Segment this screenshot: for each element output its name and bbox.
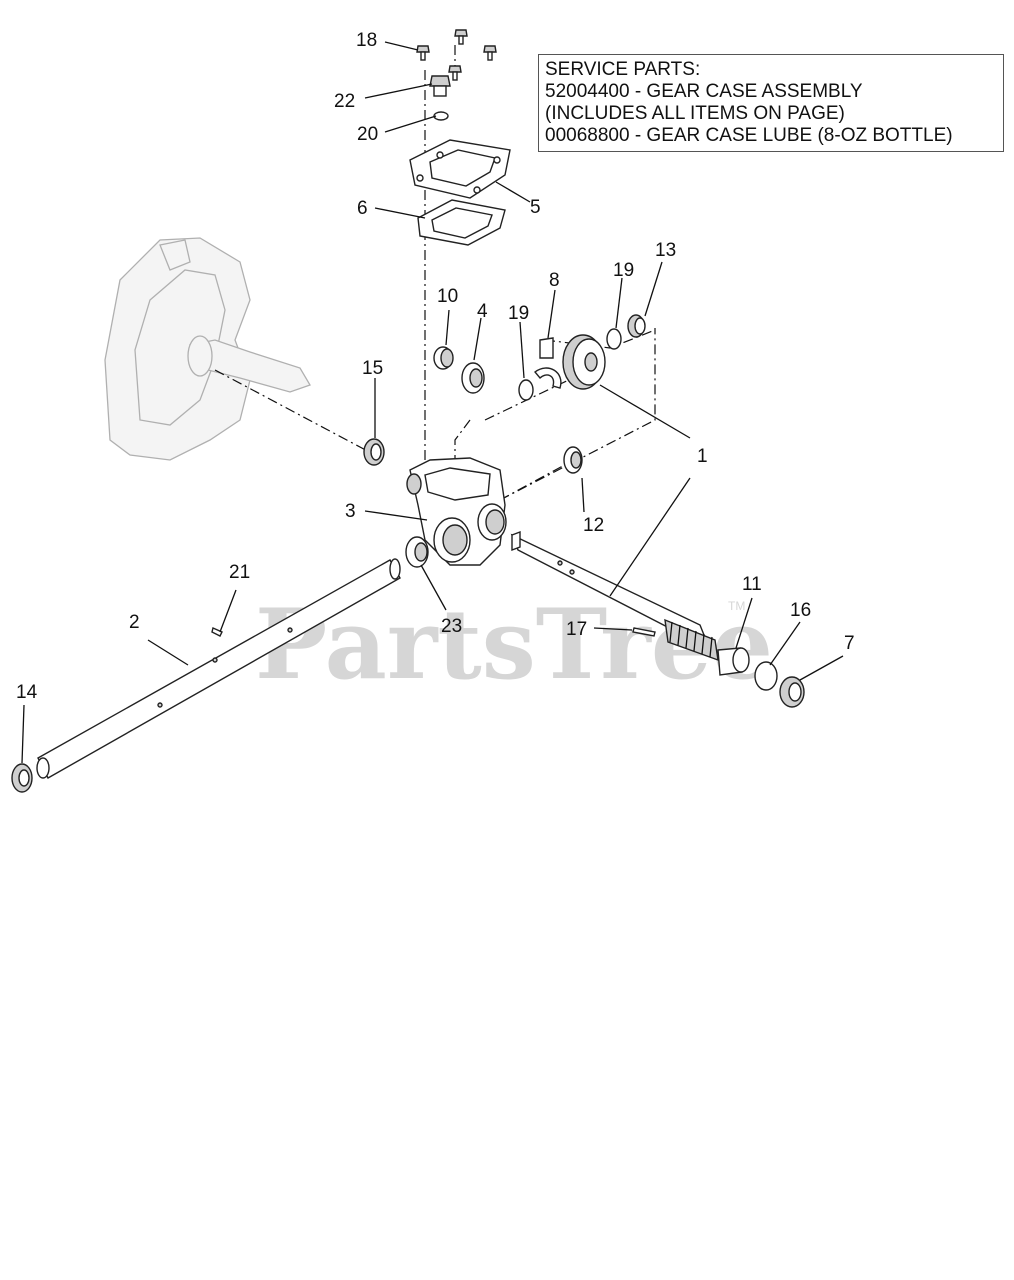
bearing-15: [363, 438, 385, 466]
bearing-4: [461, 362, 485, 394]
callout-10: 10: [437, 286, 458, 307]
callout-2: 2: [129, 612, 140, 633]
plug-22: [429, 75, 451, 97]
callout-16: 16: [790, 600, 811, 621]
snap-ring-16: [754, 661, 778, 691]
callout-19a: 19: [508, 303, 529, 324]
washer-19a: [518, 379, 534, 401]
callout-19b: 19: [613, 260, 634, 281]
callout-8: 8: [549, 270, 560, 291]
callout-5: 5: [530, 197, 541, 218]
callout-23: 23: [441, 616, 462, 637]
callout-6: 6: [357, 198, 368, 219]
service-parts-box: SERVICE PARTS: 52004400 - GEAR CASE ASSE…: [538, 54, 1004, 152]
callouts: 18 22 20 5 6 10 4 19 8 19 13 15 1 12 3 2…: [16, 30, 855, 703]
pin-17: [632, 627, 656, 637]
callout-3: 3: [345, 501, 356, 522]
callout-20: 20: [357, 124, 378, 145]
worm-gear: [562, 334, 606, 390]
bearing-13: [627, 314, 646, 338]
leader-lines: [21, 41, 844, 764]
pin-21: [211, 627, 223, 637]
callout-13: 13: [655, 240, 676, 261]
gasket-6: [417, 199, 506, 246]
callout-17: 17: [566, 619, 587, 640]
ghost-impeller-housing: [104, 237, 311, 461]
bearing-10: [433, 346, 454, 370]
bushing-12: [563, 446, 583, 474]
service-parts-line-3: 00068800 - GEAR CASE LUBE (8-OZ BOTTLE): [545, 125, 953, 146]
gear-case-cover-5: [409, 139, 511, 199]
spacer-11: [717, 647, 750, 676]
washer-20: [433, 111, 449, 121]
callout-11: 11: [742, 574, 762, 595]
bushing-23: [405, 536, 429, 568]
washer-19b: [606, 328, 622, 350]
callout-22: 22: [334, 91, 355, 112]
service-parts-line-1: 52004400 - GEAR CASE ASSEMBLY: [545, 81, 863, 102]
callout-21: 21: [229, 562, 250, 583]
service-parts-line-2: (INCLUDES ALL ITEMS ON PAGE): [545, 103, 845, 124]
gear-case-housing-3: [406, 457, 507, 566]
bearing-7: [779, 676, 805, 708]
bolts-18: [416, 29, 497, 81]
watermark-tm: TM: [728, 599, 745, 613]
auger-shaft-2: [36, 558, 401, 779]
callout-4: 4: [477, 301, 488, 322]
callout-14: 14: [16, 682, 38, 703]
callout-18: 18: [356, 30, 377, 51]
callout-1: 1: [697, 446, 708, 467]
callout-7: 7: [844, 633, 855, 654]
callout-12: 12: [583, 515, 604, 536]
service-parts-heading: SERVICE PARTS:: [545, 59, 701, 80]
retainer-8: [533, 337, 562, 389]
worm-thread: [664, 618, 719, 662]
bearing-14: [11, 763, 33, 793]
callout-15: 15: [362, 358, 383, 379]
